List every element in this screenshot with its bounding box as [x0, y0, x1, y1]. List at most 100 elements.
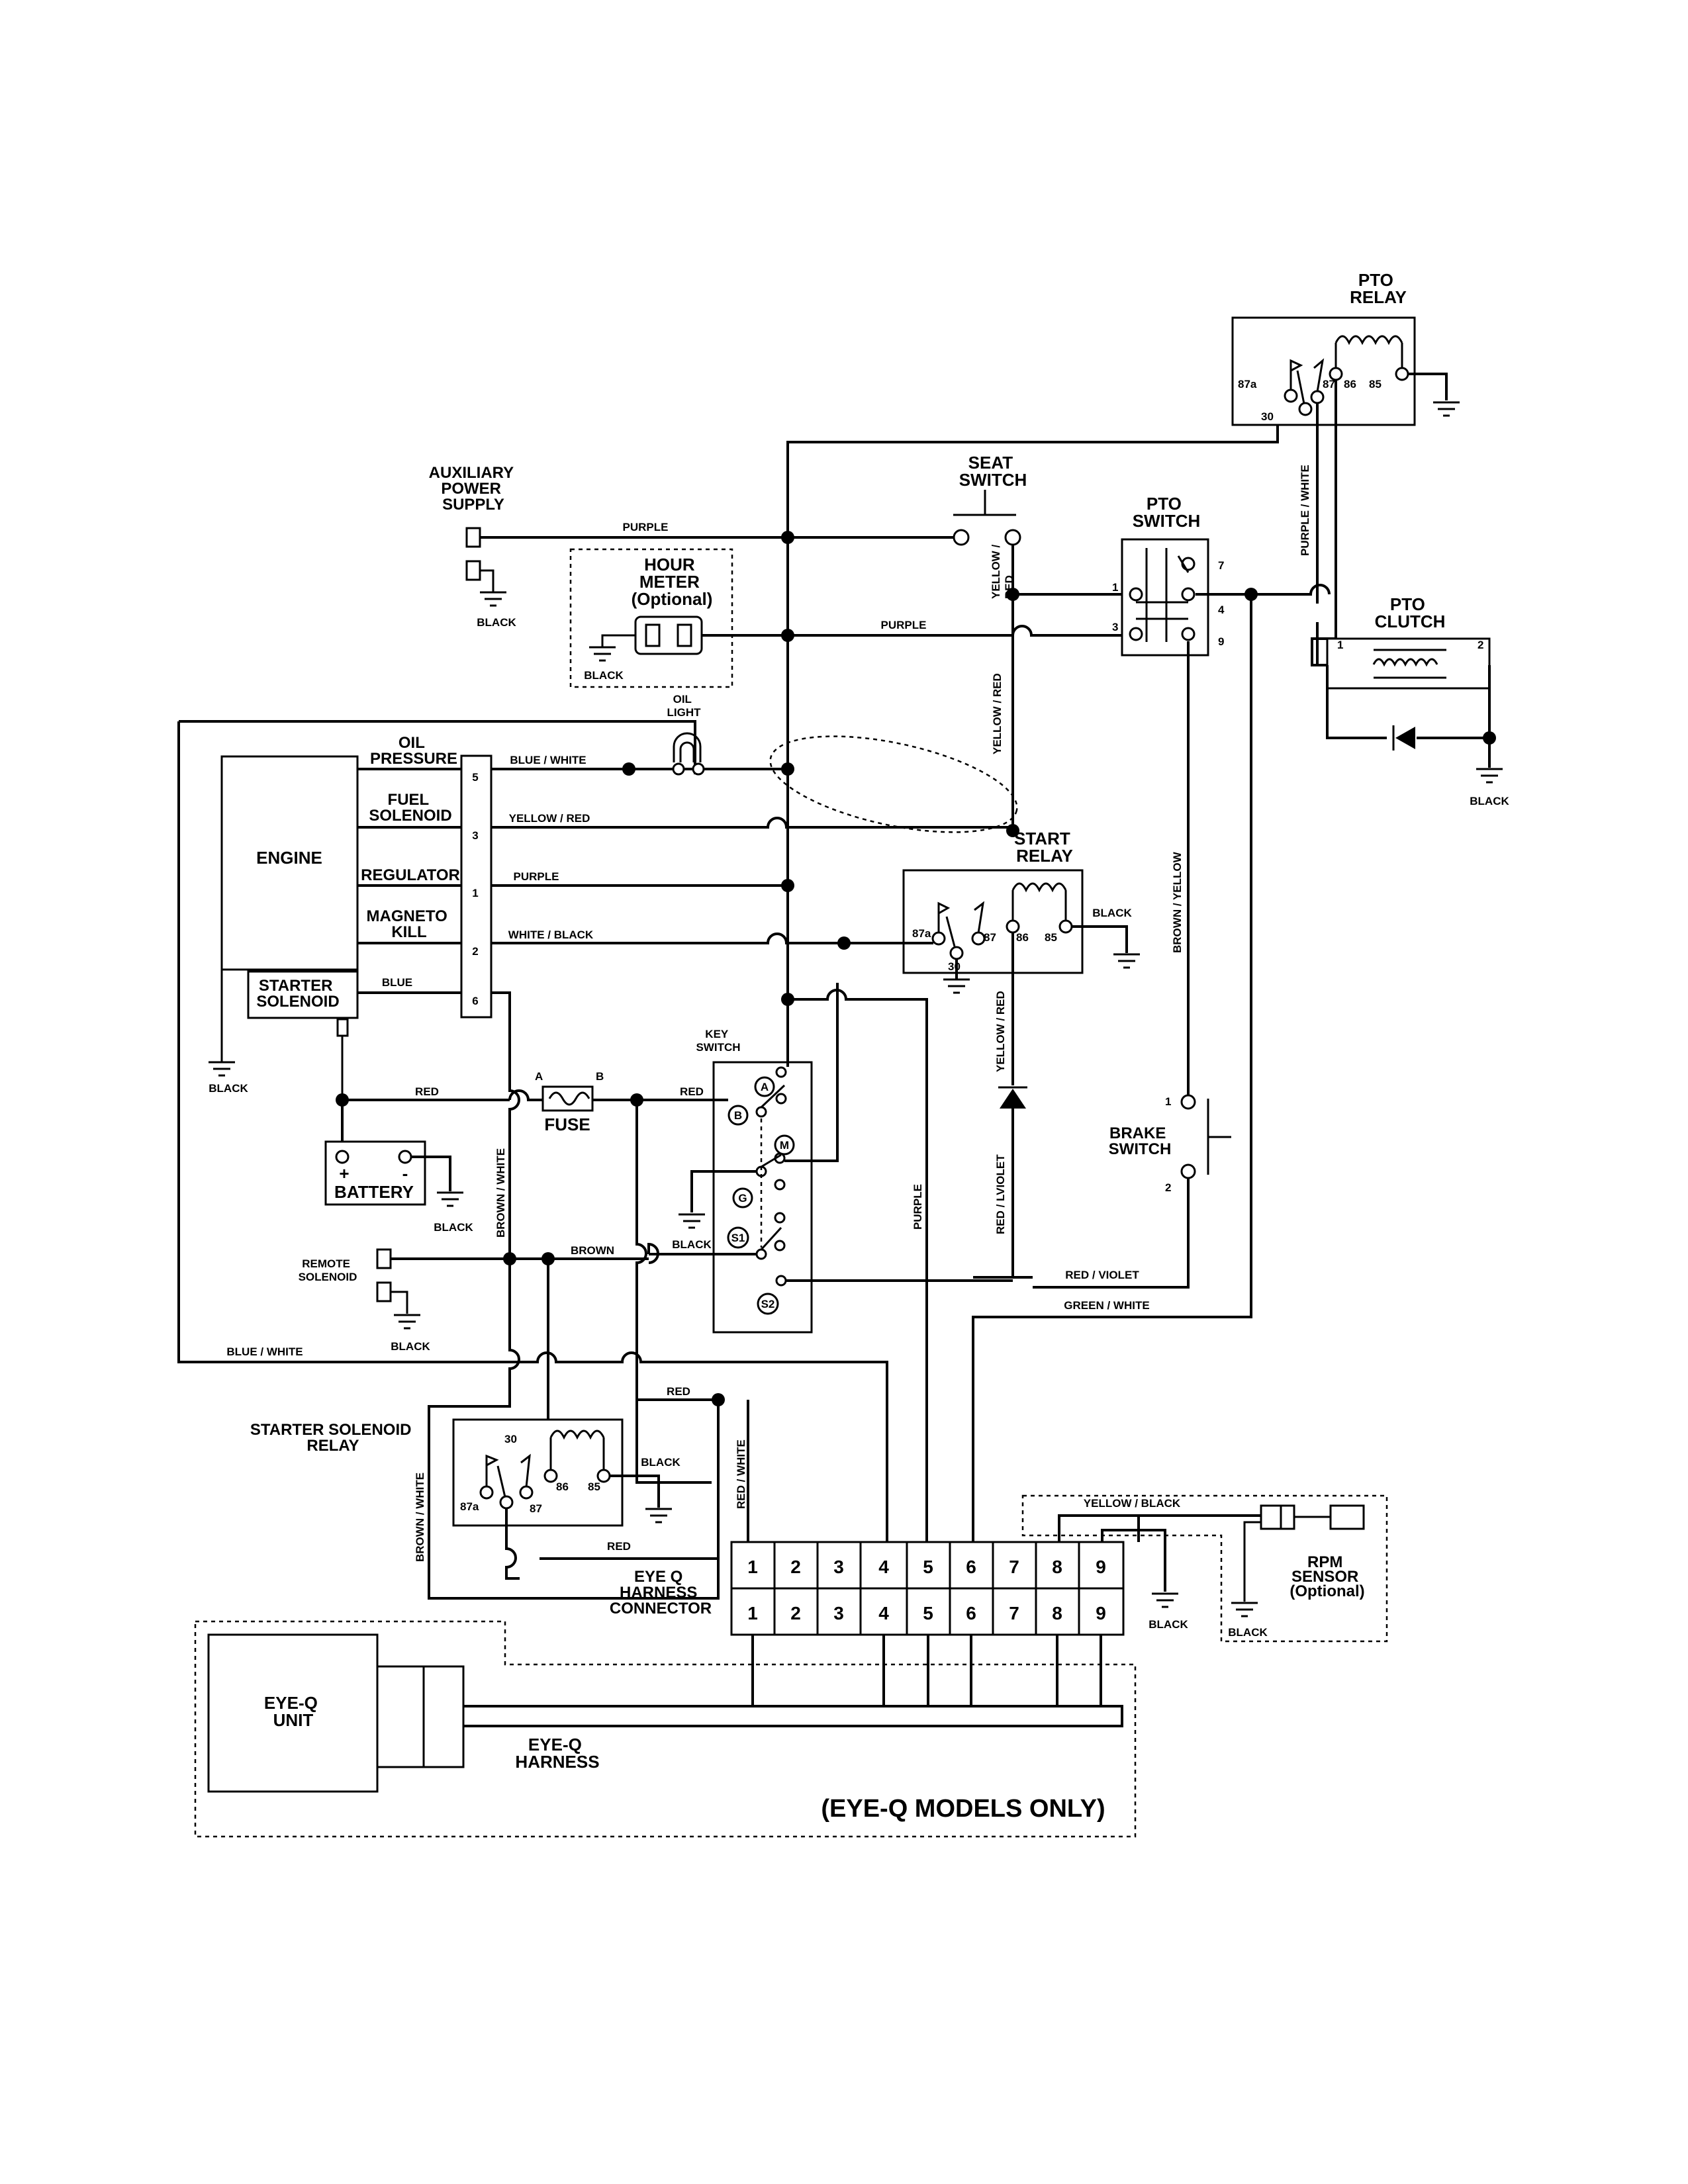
pto-clutch-label: PTO CLUTCH [1375, 594, 1446, 631]
engine-pin-6: 6 [472, 995, 478, 1007]
key-purple-label: PURPLE [912, 1184, 924, 1230]
yellow-black-label: YELLOW / BLACK [1084, 1497, 1181, 1510]
start-relay-87a: 87a [912, 927, 931, 940]
brown-yellow-label: BROWN / YELLOW [1171, 851, 1184, 953]
start-relay-label: START RELAY [1014, 829, 1075, 866]
aux-purple-label: PURPLE [623, 521, 669, 533]
start-relay-85: 85 [1045, 931, 1057, 944]
pto-pin-9: 9 [1218, 635, 1224, 648]
aux-power-label: AUXILIARY POWER SUPPLY [429, 464, 518, 514]
aux-ground-terminal [465, 560, 481, 581]
svg-text:4: 4 [878, 1603, 889, 1623]
remote-black-label: BLACK [391, 1340, 430, 1353]
eyeq-models: EYE-Q UNIT EYE-Q HARNESS (EYE-Q MODELS O… [194, 1620, 1137, 1838]
ss-relay-87: 87 [530, 1502, 542, 1515]
start-relay-87: 87 [984, 931, 996, 944]
engine: ENGINE STARTER SOLENOID BLACK [209, 755, 359, 1107]
seat-switch: SEAT SWITCH YELLOW / RED YELLOW / RED [953, 453, 1129, 831]
oil-light: OIL LIGHT [622, 693, 794, 776]
clutch-black-label: BLACK [1470, 795, 1509, 807]
clutch-pin-2: 2 [1477, 639, 1483, 651]
engine-pin-1: 1 [472, 887, 478, 899]
pto-switch-label: PTO SWITCH [1133, 494, 1201, 531]
red-violet-label: RED / VIOLET [1065, 1269, 1139, 1281]
remote-solenoid-terminal [376, 1248, 392, 1269]
ground-icon [1231, 1602, 1258, 1617]
rpm-sensor: BLACK RPM SENSOR (Optional) [1021, 1494, 1388, 1643]
power-bus [480, 397, 1279, 1297]
brake-pin-2: 2 [1165, 1181, 1171, 1194]
ground-icon [480, 591, 506, 607]
fuse-label: FUSE [544, 1115, 590, 1134]
svg-text:2: 2 [790, 1603, 801, 1623]
diode-icon [998, 1086, 1027, 1109]
key-switch-label: KEY SWITCH [696, 1028, 740, 1054]
ground-icon [209, 1061, 235, 1077]
oil-light-label: OIL LIGHT [667, 693, 702, 719]
red-lviolet-label: RED / LVIOLET [994, 1154, 1007, 1234]
pto-pin-3: 3 [1112, 621, 1118, 633]
engine-pin-5: 5 [472, 771, 478, 784]
eyeq-unit-label: EYE-Q UNIT [264, 1693, 322, 1730]
start-relay-86: 86 [1016, 931, 1029, 944]
battery-plus: + [339, 1163, 349, 1183]
battery-red-label: RED [415, 1085, 439, 1098]
ground-icon [437, 1191, 463, 1207]
rpm-sensor-label: RPM SENSOR (Optional) [1289, 1553, 1364, 1600]
svg-text:6: 6 [966, 1603, 976, 1623]
svg-text:7: 7 [1009, 1603, 1019, 1623]
brown-white-label: BROWN / WHITE [494, 1148, 507, 1238]
key-pos-s1: S1 [731, 1232, 745, 1244]
brake-switch: BRAKE SWITCH 1 2 RED / VIOLET GREEN / WH… [1033, 1094, 1231, 1312]
battery-label: BATTERY [334, 1182, 414, 1202]
fuse-pin-b: B [596, 1070, 604, 1083]
ss-relay-red-label: RED [607, 1540, 631, 1553]
rpm-black-label: BLACK [1228, 1626, 1268, 1639]
svg-text:8: 8 [1052, 1603, 1062, 1623]
ground-icon [1152, 1592, 1178, 1608]
regulator-label: REGULATOR [361, 866, 460, 884]
fuse: A B FUSE RED RED [342, 1070, 728, 1484]
eyeq-connector: EYE Q HARNESS CONNECTOR 1 2 3 4 5 6 7 8 … [610, 1497, 1261, 1636]
clutch-pin-1: 1 [1337, 639, 1343, 651]
brake-switch-label: BRAKE SWITCH [1109, 1124, 1172, 1158]
hour-meter: HOUR METER (Optional) BLACK PURPLE [569, 548, 927, 688]
hour-meter-label: HOUR METER (Optional) [632, 555, 713, 609]
engine-outline [177, 720, 696, 1363]
ss-relay-87a: 87a [460, 1500, 479, 1513]
hour-meter-purple-label: PURPLE [881, 619, 927, 631]
engine-connector: 5 3 1 2 6 OIL PRESSURE FUEL SOLENOID REG… [357, 734, 1013, 1377]
ss-relay-black-label: BLACK [641, 1456, 680, 1469]
svg-text:1: 1 [747, 1603, 758, 1623]
oil-pressure-label: OIL PRESSURE [370, 734, 457, 768]
pto-relay-85: 85 [1369, 378, 1382, 390]
ground-icon [679, 1213, 705, 1229]
seat-switch-label: SEAT SWITCH [959, 453, 1027, 490]
ground-icon [1476, 768, 1503, 784]
engine-pin-2: 2 [472, 945, 478, 958]
svg-text:5: 5 [923, 1603, 933, 1623]
ground-icon [1113, 953, 1140, 969]
svg-text:8: 8 [1052, 1557, 1062, 1577]
bottom-blue-white-label: BLUE / WHITE [226, 1345, 303, 1358]
remote-ground-terminal [376, 1281, 392, 1302]
lower-routing: RED RED / WHITE [510, 1259, 928, 1560]
pto-relay-label: PTO RELAY [1350, 270, 1407, 307]
key-pos-s2: S2 [761, 1298, 775, 1310]
ss-relay-86: 86 [556, 1480, 569, 1493]
svg-text:4: 4 [878, 1557, 889, 1577]
seat-yellow-red-label: YELLOW / RED [990, 541, 1015, 599]
dashed-ellipse [769, 735, 1018, 833]
pto-pin-1: 1 [1112, 581, 1118, 594]
key-pos-b: B [734, 1109, 742, 1122]
lamp-icon [673, 732, 702, 762]
magneto-kill-label: MAGNETO KILL [367, 907, 452, 941]
pto-pin-7: 7 [1218, 559, 1224, 572]
harness-pin-numbers: 1 2 3 4 5 6 7 8 9 1 2 3 4 5 6 7 8 9 [747, 1557, 1106, 1623]
connector-black-label: BLACK [1149, 1618, 1188, 1631]
battery-black-label: BLACK [434, 1221, 473, 1234]
pto-relay: PTO RELAY 87a 30 87 86 85 PURPLE / WHITE [1231, 270, 1460, 666]
blue-white-label: BLUE / WHITE [510, 754, 586, 766]
green-white-label: GREEN / WHITE [1064, 1299, 1149, 1312]
remote-solenoid-label: REMOTE SOLENOID [299, 1257, 357, 1283]
